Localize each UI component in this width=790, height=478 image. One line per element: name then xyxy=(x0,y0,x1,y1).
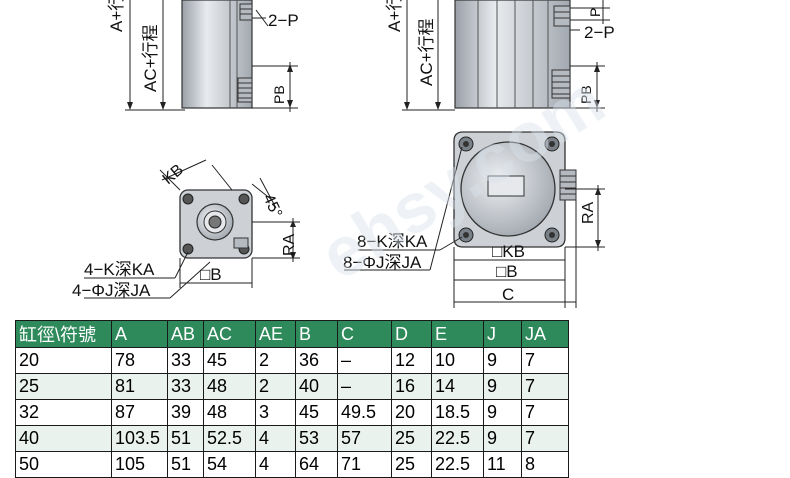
table-cell: 48 xyxy=(203,399,256,426)
table-cell: 53 xyxy=(295,425,338,452)
table-cell: 12 xyxy=(391,347,432,374)
header-ac: AC xyxy=(203,320,256,348)
table-cell: 40 xyxy=(295,373,338,400)
j-depth-right-label: 8−ΦJ深JA xyxy=(343,253,422,272)
table-cell: 20 xyxy=(391,399,432,426)
table-header-row: 缸徑\符號 A AB AC AE B C D E J JA xyxy=(15,320,569,348)
table-cell: 103.5 xyxy=(111,425,168,452)
spec-table: 缸徑\符號 A AB AC AE B C D E J JA 20 78 33 4… xyxy=(15,320,569,478)
left-pb-label: PB xyxy=(271,85,287,104)
table-cell: 32 xyxy=(15,399,112,426)
table-cell: 45 xyxy=(203,347,256,374)
angle-label: 45° xyxy=(259,192,285,221)
header-b: B xyxy=(295,320,338,348)
right-ac-stroke-label: AC+行程 xyxy=(417,18,436,86)
header-d: D xyxy=(391,320,432,348)
j-depth-left-label: 4−ΦJ深JA xyxy=(72,281,151,300)
front-view-left: KB 45° RA □B 4−K深KA 4−ΦJ深JA xyxy=(72,159,300,300)
table-cell: 9 xyxy=(483,373,522,400)
table-cell: 51 xyxy=(167,451,204,478)
table-row: 20 78 33 45 2 36 – 12 10 9 7 xyxy=(15,347,569,374)
table-cell: 52.5 xyxy=(203,425,256,452)
table-cell: 25 xyxy=(391,425,432,452)
b-left-label: □B xyxy=(200,265,222,284)
table-cell: 9 xyxy=(483,425,522,452)
table-cell: 20 xyxy=(15,347,112,374)
table-cell: 10 xyxy=(431,347,484,374)
table-cell: 11 xyxy=(483,451,522,478)
header-bore: 缸徑\符號 xyxy=(15,320,112,348)
table-cell: 33 xyxy=(167,373,204,400)
table-row: 32 87 39 48 3 45 49.5 20 18.5 9 7 xyxy=(15,399,569,426)
table-cell: 87 xyxy=(111,399,168,426)
table-cell: 2 xyxy=(255,373,296,400)
table-cell: 3 xyxy=(255,399,296,426)
table-cell: 39 xyxy=(167,399,204,426)
table-row: 25 81 33 48 2 40 – 16 14 9 7 xyxy=(15,373,569,400)
table-cell: 71 xyxy=(337,451,392,478)
table-cell: 50 xyxy=(15,451,112,478)
table-cell: 25 xyxy=(15,373,112,400)
right-p-label: P xyxy=(587,8,603,17)
table-cell: 7 xyxy=(521,425,569,452)
header-e: E xyxy=(431,320,484,348)
side-view-left: A+行程 AC+行程 2−P PB xyxy=(107,0,299,112)
table-cell: – xyxy=(337,373,392,400)
table-cell: 49.5 xyxy=(337,399,392,426)
table-cell: 7 xyxy=(521,347,569,374)
kb-right-label: □KB xyxy=(492,242,525,261)
table-cell: 54 xyxy=(203,451,256,478)
table-cell: 81 xyxy=(111,373,168,400)
side-view-right: A+行程 AC+行程 P 2−P PB xyxy=(385,0,615,112)
table-cell: 48 xyxy=(203,373,256,400)
table-cell: – xyxy=(337,347,392,374)
front-view-right: 8−K深KA 8−ΦJ深JA □KB □B C RA xyxy=(343,131,605,308)
kb-left-label: KB xyxy=(160,161,187,188)
header-a: A xyxy=(111,320,168,348)
table-cell: 25 xyxy=(391,451,432,478)
c-right-label: C xyxy=(502,285,514,304)
left-port-label: 2−P xyxy=(268,11,299,30)
header-ae: AE xyxy=(255,320,296,348)
table-cell: 4 xyxy=(255,425,296,452)
table-cell: 4 xyxy=(255,451,296,478)
table-cell: 7 xyxy=(521,373,569,400)
right-a-stroke-label: A+行程 xyxy=(385,0,404,32)
table-cell: 33 xyxy=(167,347,204,374)
header-j: J xyxy=(483,320,522,348)
table-cell: 40 xyxy=(15,425,112,452)
table-cell: 57 xyxy=(337,425,392,452)
table-cell: 2 xyxy=(255,347,296,374)
table-cell: 45 xyxy=(295,399,338,426)
table-cell: 51 xyxy=(167,425,204,452)
header-c: C xyxy=(337,320,392,348)
table-cell: 105 xyxy=(111,451,168,478)
table-cell: 22.5 xyxy=(431,451,484,478)
table-cell: 78 xyxy=(111,347,168,374)
table-cell: 9 xyxy=(483,347,522,374)
table-cell: 8 xyxy=(521,451,569,478)
cylinder-drawing: A+行程 AC+行程 2−P PB A+行程 AC+行程 xyxy=(72,0,617,308)
table-cell: 36 xyxy=(295,347,338,374)
k-depth-right-label: 8−K深KA xyxy=(357,232,428,251)
table-cell: 9 xyxy=(483,399,522,426)
right-pb-label: PB xyxy=(578,85,594,104)
table-row: 50 105 51 54 4 64 71 25 22.5 11 8 xyxy=(15,451,569,478)
right-port-label: 2−P xyxy=(584,23,615,42)
b-right-label: □B xyxy=(496,262,518,281)
table-cell: 14 xyxy=(431,373,484,400)
left-ac-stroke-label: AC+行程 xyxy=(141,24,160,92)
table-cell: 64 xyxy=(295,451,338,478)
table-cell: 18.5 xyxy=(431,399,484,426)
table-cell: 22.5 xyxy=(431,425,484,452)
header-ja: JA xyxy=(521,320,569,348)
header-ab: AB xyxy=(167,320,204,348)
ra-right-label: RA xyxy=(580,201,597,224)
left-a-stroke-label: A+行程 xyxy=(107,0,126,32)
table-row: 40 103.5 51 52.5 4 53 57 25 22.5 9 7 xyxy=(15,425,569,452)
table-cell: 7 xyxy=(521,399,569,426)
k-depth-left-label: 4−K深KA xyxy=(84,260,155,279)
table-cell: 16 xyxy=(391,373,432,400)
ra-left-label: RA xyxy=(281,233,298,256)
